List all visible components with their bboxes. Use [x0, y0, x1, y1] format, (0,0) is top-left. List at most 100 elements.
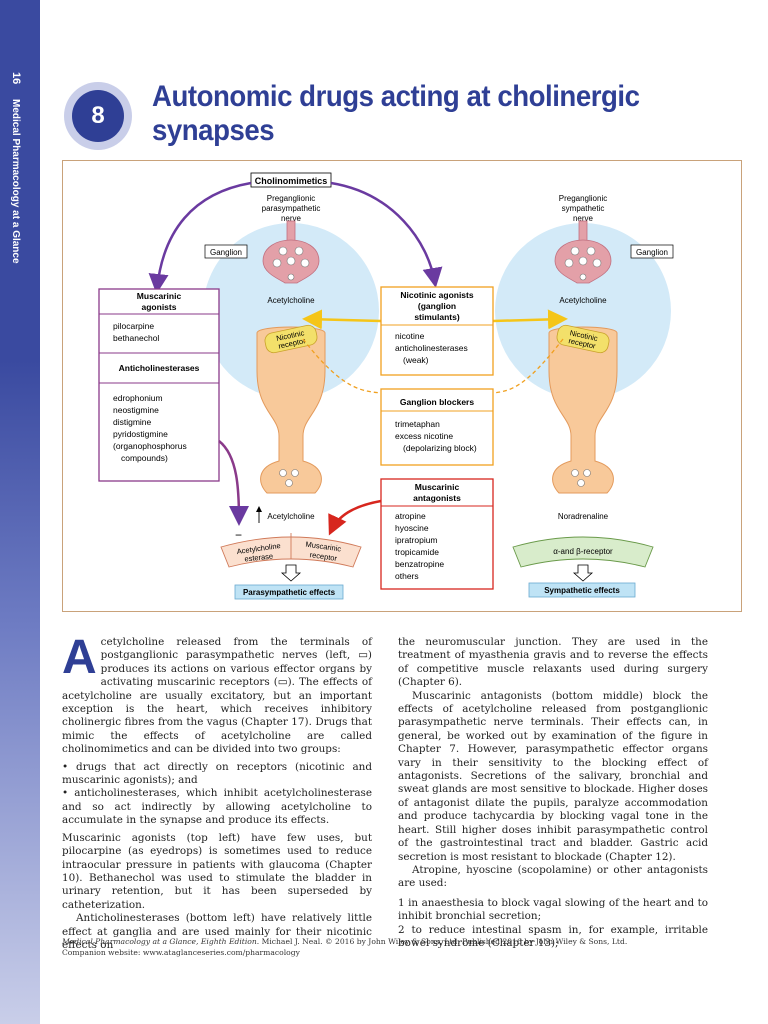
anticholinesterases-header: Anticholinesterases: [119, 363, 200, 373]
nicotinic-agonists-box: [380, 286, 494, 376]
drug-organophosphorus: (organophosphorus: [113, 441, 187, 451]
running-head: 16 Medical Pharmacology at a Glance: [10, 72, 22, 264]
muscarinic-antagonists-header-1: Muscarinic: [415, 482, 460, 492]
ganglion-blockers-header: Ganglion blockers: [400, 397, 474, 407]
right-postganglionic-neuron: [548, 326, 618, 494]
ganglion-label-left: Ganglion: [210, 248, 242, 257]
up-arrow-head: [256, 506, 262, 512]
left-bullet-1: • drugs that act directly on receptors (…: [62, 760, 372, 787]
right-presynaptic-terminal: [554, 220, 612, 284]
dashed-block-right: [492, 338, 564, 394]
dashed-block-left: [302, 338, 382, 394]
right-paragraph-2: Muscarinic antagonists (bottom middle) b…: [398, 689, 708, 863]
drug-excess-nicotine: excess nicotine: [395, 431, 453, 441]
yellow-arrow-left: [302, 309, 382, 330]
right-nerve-label-1: Preganglionic: [559, 194, 607, 203]
cholinomimetics-box: [250, 172, 332, 188]
right-post-vesicles: [571, 469, 591, 487]
left-paragraph-2: Muscarinic agonists (top left) have few …: [62, 831, 372, 911]
ganglion-box-right: [630, 244, 674, 259]
ach-label-post: Acetylcholine: [267, 512, 315, 521]
muscarinic-antagonists-header-2: antagonists: [413, 493, 461, 503]
ganglion-label-right: Ganglion: [636, 248, 668, 257]
left-post-vesicles: [279, 469, 299, 487]
side-bar: 16 Medical Pharmacology at a Glance: [0, 0, 40, 1024]
drug-tropicamide: tropicamide: [395, 547, 439, 557]
footer: Medical Pharmacology at a Glance, Eighth…: [62, 936, 722, 958]
footer-copyright: Michael J. Neal. © 2016 by John Wiley & …: [259, 937, 628, 946]
nicotinic-receptor-left: Nicotinic receptor: [264, 324, 318, 354]
arrow-to-esterase: [218, 440, 249, 526]
drug-nicotine: nicotine: [395, 331, 425, 341]
symp-effects-label: Sympathetic effects: [544, 586, 620, 595]
muscarinic-agonists-header-1: Muscarinic: [137, 291, 182, 301]
drug-pilocarpine: pilocarpine: [113, 321, 154, 331]
right-paragraph-3: Atropine, hyoscine (scopolamine) or othe…: [398, 863, 708, 890]
drug-weak: (weak): [403, 355, 429, 365]
right-column: the neuromuscular junction. They are use…: [398, 636, 708, 950]
ganglion-box-left: [204, 244, 248, 259]
right-nerve-label-2: sympathetic: [562, 204, 605, 213]
cholinomimetics-label: Cholinomimetics: [255, 176, 328, 186]
drug-others: others: [395, 571, 419, 581]
drug-edrophonium: edrophonium: [113, 393, 163, 403]
left-ganglion-zone: [203, 223, 379, 399]
right-paragraph-1: the neuromuscular junction. They are use…: [398, 636, 708, 689]
drug-distigmine: distigmine: [113, 417, 152, 427]
drug-neostigmine: neostigmine: [113, 405, 159, 415]
left-p1-text: cetylcholine released from the terminals…: [62, 636, 372, 756]
left-nerve-label-3: nerve: [281, 214, 302, 223]
drug-ipratropium: ipratropium: [395, 535, 438, 545]
drug-pyridostigmine: pyridostigmine: [113, 429, 168, 439]
right-ganglion-zone: [495, 223, 671, 399]
drug-depolarizing-block: (depolarizing block): [403, 443, 477, 453]
ach-label-right: Acetylcholine: [559, 296, 607, 305]
alpha-beta-receptor-label: α-and β-receptor: [553, 547, 613, 556]
chapter-title: Autonomic drugs acting at cholinergic sy…: [152, 80, 640, 147]
right-effector-band: [512, 536, 654, 568]
ache-label-2: esterase: [244, 552, 274, 564]
left-nerve-label-1: Preganglionic: [267, 194, 315, 203]
chapter-number: 8: [72, 90, 124, 142]
drug-anticholinesterases-weak: anticholinesterases: [395, 343, 468, 353]
muscarinic-agonists-header-2: agonists: [142, 302, 177, 312]
drug-trimetaphan: trimetaphan: [395, 419, 440, 429]
noradrenaline-label: Noradrenaline: [558, 512, 609, 521]
left-nerve-label-2: parasympathetic: [262, 204, 321, 213]
nicotinic-agonists-header-3: stimulants): [414, 312, 460, 322]
arrow-to-muscarinic-agonists: [148, 181, 252, 294]
drug-benzatropine: benzatropine: [395, 559, 444, 569]
ach-label-left: Acetylcholine: [267, 296, 315, 305]
yellow-arrow-right: [492, 309, 568, 330]
side-band: [0, 0, 40, 360]
right-item-1: 1 in anaesthesia to block vagal slowing …: [398, 896, 708, 923]
para-effects-label: Parasympathetic effects: [243, 588, 336, 597]
figure-frame: Cholinomimetics Preganglionic parasympat…: [62, 160, 742, 612]
footer-book-title: Medical Pharmacology at a Glance, Eighth…: [62, 937, 260, 946]
nicotinic-receptor-right: Nicotinic receptor: [556, 324, 610, 354]
left-presynaptic-terminal: [262, 220, 320, 284]
right-item-2: 2 to reduce intestinal spasm in, for exa…: [398, 923, 708, 949]
muscarinic-agonists-box: [98, 288, 220, 482]
cholinergic-diagram: Cholinomimetics Preganglionic parasympat…: [98, 172, 674, 600]
nicotinic-agonists-header-1: Nicotinic agonists: [400, 290, 473, 300]
arrow-to-muscarinic-receptor: [328, 499, 382, 536]
footer-line-2: Companion website: www.ataglanceseries.c…: [62, 948, 300, 957]
muscarinic-antagonists-box: [380, 478, 494, 590]
left-paragraph-3: Anticholinesterases (bottom left) have r…: [62, 912, 372, 951]
arrow-to-nicotinic-agonists: [330, 181, 443, 288]
minus-sign: −: [235, 528, 242, 542]
drug-atropine: atropine: [395, 511, 426, 521]
drug-bethanechol: bethanechol: [113, 333, 159, 343]
book-title: Medical Pharmacology at a Glance: [10, 99, 21, 264]
footer-line-1: Medical Pharmacology at a Glance, Eighth…: [62, 936, 722, 947]
ganglion-blockers-box: [380, 388, 494, 466]
left-postganglionic-neuron: [256, 326, 326, 494]
page-number: 16: [10, 72, 22, 85]
right-nerve-label-3: nerve: [573, 214, 594, 223]
muscarinic-receptor-label-2: receptor: [309, 550, 338, 563]
down-arrow-right: [572, 564, 594, 582]
drug-hyoscine: hyoscine: [395, 523, 429, 533]
left-bullet-2: • anticholinesterases, which inhibit ace…: [62, 787, 372, 827]
